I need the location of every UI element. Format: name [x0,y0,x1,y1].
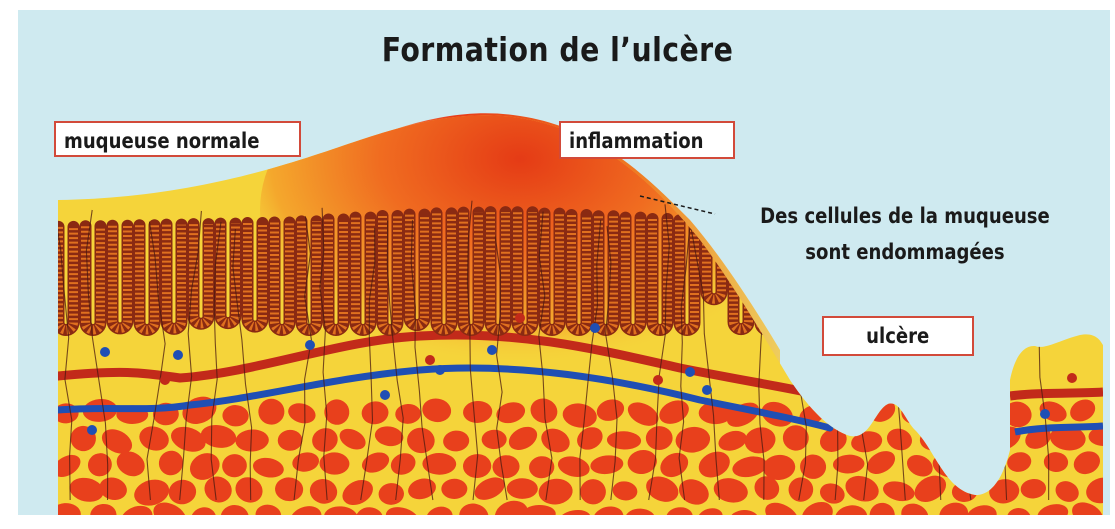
tissue-cell [1103,397,1115,429]
blood-cell-dot [653,375,663,385]
blood-cell-dot [487,345,497,355]
tissue-cell [1103,447,1115,476]
label-normal-mucosa: muqueuse normale [54,121,301,157]
tissue-cell [931,399,964,421]
blood-cell-dot [173,350,183,360]
blood-cell-dot [685,367,695,377]
annotation-line-1: Des cellules de la muqueuse [742,198,1069,234]
blood-cell-dot [160,375,170,385]
annotation-line-2: sont endommagées [742,234,1069,270]
blood-cell-dot [87,425,97,435]
blood-cell-dot [380,390,390,400]
tissue-cell [965,447,996,478]
label-ulcer: ulcère [822,316,974,356]
blood-cell-dot [435,365,445,375]
label-inflammation: inflammation [559,121,735,159]
label-normal-mucosa-text: muqueuse normale [64,127,259,155]
blood-cell-dot [1040,409,1050,419]
blood-cell-dot [100,347,110,357]
tissue-cell [1108,503,1115,529]
blood-cell-dot [1067,373,1077,383]
page-title: Formation de l’ulcère [78,30,1037,69]
label-ulcer-text: ulcère [866,322,929,350]
blood-cell-dot [305,340,315,350]
artery-vessel-right [1010,392,1103,396]
damaged-cells-annotation: Des cellules de la muqueuse sont endomma… [715,198,1095,270]
blood-cell-dot [702,385,712,395]
label-inflammation-text: inflammation [569,127,704,155]
tissue-cell [965,400,998,425]
blood-cell-dot [515,313,525,323]
tissue-cell [646,426,673,450]
tissue-cell [947,421,981,453]
blood-cell-dot [590,323,600,333]
blood-cell-dot [425,355,435,365]
